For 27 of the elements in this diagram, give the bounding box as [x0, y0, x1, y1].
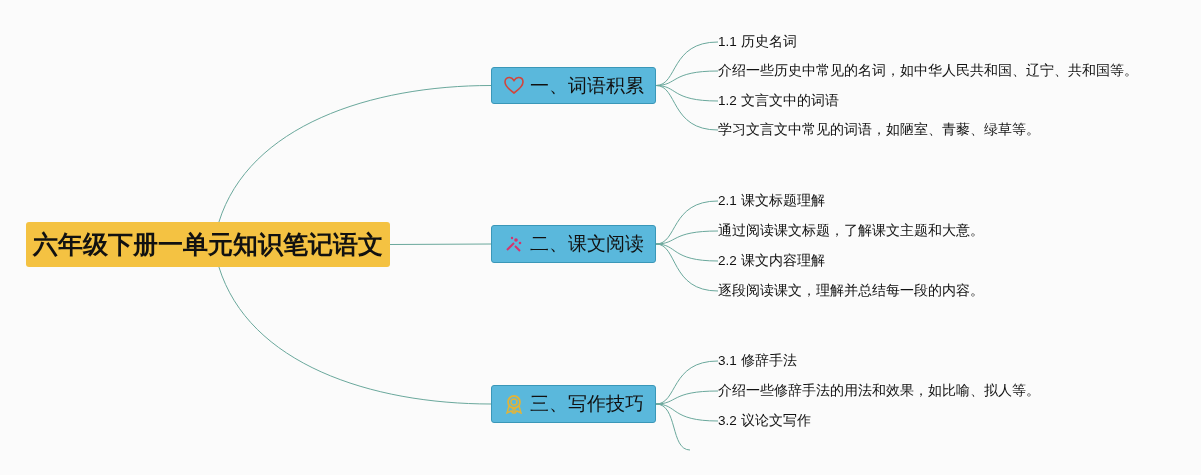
- subtopic-text: 1.2 文言文中的词语: [718, 92, 839, 110]
- topic-box: [491, 225, 656, 263]
- subtopic-text: 1.1 历史名词: [718, 33, 797, 51]
- subtopic-text: 逐段阅读课文，理解并总结每一段的内容。: [718, 282, 984, 300]
- subtopic-text: 学习文言文中常见的词语，如陋室、青藜、绿草等。: [718, 121, 1040, 139]
- central-topic-box: 六年级下册一单元知识笔记语文: [26, 222, 390, 267]
- topic-label: 二、课文阅读: [529, 232, 644, 256]
- topic-label: 三、写作技巧: [529, 392, 644, 416]
- branch-line: [218, 266, 492, 405]
- subtopic-text: 2.2 课文内容理解: [718, 252, 825, 270]
- branch-line: [655, 403, 691, 451]
- branch-line: [655, 243, 719, 292]
- branch-line: [655, 403, 719, 422]
- branch-line: [655, 230, 719, 245]
- topic-box: [491, 385, 656, 423]
- subtopic-text: 2.1 课文标题理解: [718, 192, 825, 210]
- subtopic-text: 介绍一些历史中常见的名词，如中华人民共和国、辽宁、共和国等。: [718, 62, 1138, 80]
- subtopic-text: 3.1 修辞手法: [718, 352, 797, 370]
- topic-label: 一、词语积累: [529, 73, 644, 98]
- topic-box: [491, 67, 656, 104]
- subtopic-text: 3.2 议论文写作: [718, 412, 811, 430]
- branch-line: [389, 243, 492, 245]
- branch-line: [218, 85, 492, 223]
- branch-line: [655, 85, 719, 131]
- subtopic-text: 通过阅读课文标题，了解课文主题和大意。: [718, 222, 984, 240]
- subtopic-text: 介绍一些修辞手法的用法和效果，如比喻、拟人等。: [718, 382, 1040, 400]
- branch-line: [655, 390, 719, 405]
